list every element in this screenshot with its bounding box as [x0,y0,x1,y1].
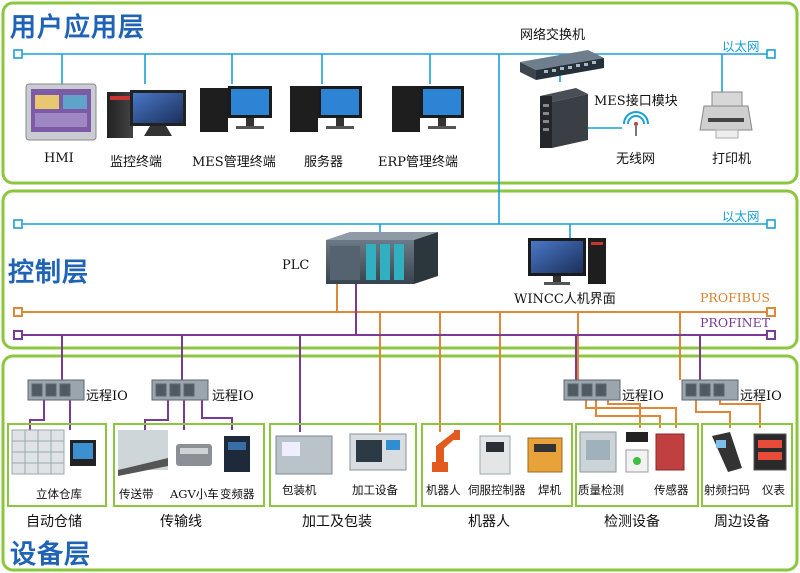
sensor-label: 传感器 [654,483,689,497]
meter-device [753,433,787,471]
servo-controller-device [479,435,511,475]
monitor-terminal-label: 监控终端 [110,155,163,170]
ethernet-top-label: 以太网 [722,39,760,54]
printer-label: 打印机 [712,152,752,167]
wincc-label: WINCC人机界面 [514,292,616,307]
mes-terminal-device [200,86,272,132]
user-layer-title: 用户应用层 [10,13,146,43]
ethernet-mid-label: 以太网 [722,209,760,224]
profibus-label: PROFIBUS [700,290,770,305]
machining-label: 加工设备 [352,483,398,497]
remote-io-modules [27,379,739,401]
rfid-label: 射频扫码 [704,483,750,497]
packer-device [275,435,333,475]
mes-interface-module-device [540,88,588,148]
remote-io-label-4: 远程IO [740,389,782,404]
profibus-bus [13,282,776,432]
remote-io-4 [681,379,739,401]
profinet-label: PROFINET [700,315,771,330]
conveyor-belt-device [118,430,168,476]
device-layer-frame [1,354,799,572]
agv-device [176,444,212,466]
hmi-label: HMI [44,151,74,166]
mes-module-label: MES接口模块 [594,94,678,109]
meter-label: 仪表 [762,483,785,497]
sensor-devices [625,432,685,473]
remote-io-2 [151,379,209,401]
control-layer-title: 控制层 [8,258,90,288]
wireless-icon [623,111,649,136]
remote-io-1 [27,379,85,401]
server-label: 服务器 [304,155,344,170]
wincc-device [528,238,606,285]
group-robot-label: 机器人 [468,514,510,530]
group-inspection-label: 检测设备 [604,514,660,530]
user-layer-frame [1,1,799,185]
group-processing-label: 加工及包装 [302,514,372,530]
hmi-device [25,83,97,141]
ethernet-mid-bus [13,219,776,240]
printer-device [699,91,753,139]
device-layer-title: 设备层 [10,540,92,570]
welder-device [527,437,563,473]
quality-inspection-device [579,431,617,473]
servo-label: 伺服控制器 [468,483,526,497]
machining-device [349,433,407,471]
device-group-boxes [7,423,793,507]
wireless-label: 无线网 [616,152,656,167]
inverter-label: 变频器 [220,487,255,501]
stereo-warehouse-device [11,429,96,475]
erp-terminal-device [392,86,464,132]
rfid-scanner-device [712,432,742,472]
stereo-warehouse-label: 立体仓库 [36,487,82,501]
robot-arm-device [432,430,460,472]
plc-device [326,232,438,284]
remote-io-label-1: 远程IO [86,389,128,404]
ethernet-top-bus [13,49,776,224]
profinet-bus [13,282,776,432]
server-device [290,86,362,132]
network-switch-device [520,50,604,80]
remote-io-label-3: 远程IO [622,389,664,404]
agv-label: AGV小车 [170,487,219,501]
monitor-terminal-device [107,90,186,138]
erp-terminal-label: ERP管理终端 [378,155,459,170]
robot-arm-label: 机器人 [426,483,461,497]
belt-label: 传送带 [119,487,154,501]
packer-label: 包装机 [282,483,317,497]
group-warehouse-label: 自动仓储 [26,514,82,530]
group-conveyor-label: 传输线 [160,514,202,530]
mes-terminal-label: MES管理终端 [192,155,276,170]
inverter-device [224,436,250,472]
remote-io-3 [563,379,621,401]
welder-label: 焊机 [538,483,561,497]
group-peripheral-label: 周边设备 [714,514,770,530]
plc-label: PLC [282,258,310,273]
control-layer-frame [1,189,799,350]
quality-label: 质量检测 [578,483,624,497]
switch-label: 网络交换机 [520,28,586,43]
remote-io-label-2: 远程IO [212,389,254,404]
